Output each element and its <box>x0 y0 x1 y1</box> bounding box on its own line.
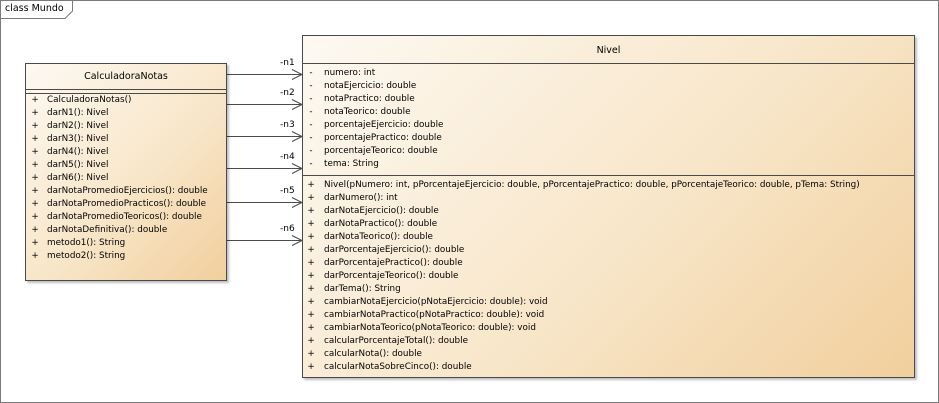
operation-signature: CalculadoraNotas() <box>47 95 132 105</box>
operation-signature: calcularNota(): double <box>324 349 422 359</box>
operation-signature: darNotaPromedioPracticos(): double <box>47 199 207 209</box>
role-label-n3: -n3 <box>280 120 295 130</box>
operation-signature: darN1(): Nivel <box>47 108 109 118</box>
visibility-marker: - <box>309 146 313 156</box>
attribute-signature: notaEjercicio: double <box>324 81 417 91</box>
frame-label-tab <box>1 1 73 19</box>
attribute-signature: notaPractico: double <box>324 94 415 104</box>
visibility-marker: + <box>31 134 39 144</box>
visibility-marker: + <box>31 212 39 222</box>
visibility-marker: + <box>31 95 39 105</box>
visibility-marker: + <box>31 108 39 118</box>
attribute-signature: tema: String <box>324 159 379 169</box>
operation-signature: cambiarNotaTeorico(pNotaTeorico: double)… <box>324 323 536 333</box>
role-label-n6: -n6 <box>280 224 295 234</box>
visibility-marker: - <box>309 120 313 130</box>
operation-signature: darPorcentajeTeorico(): double <box>324 271 459 281</box>
operation-signature: cambiarNotaEjercicio(pNotaEjercicio: dou… <box>324 297 548 307</box>
visibility-marker: + <box>307 323 315 333</box>
visibility-marker: + <box>307 180 315 190</box>
operation-signature: Nivel(pNumero: int, pPorcentajeEjercicio… <box>324 180 860 190</box>
visibility-marker: + <box>31 225 39 235</box>
visibility-marker: + <box>307 245 315 255</box>
role-label-n4: -n4 <box>280 152 295 162</box>
attributes-divider <box>26 93 226 94</box>
operation-signature: darTema(): String <box>324 284 401 294</box>
visibility-marker: + <box>31 186 39 196</box>
class-name: Nivel <box>596 45 621 56</box>
class-calculadora-notas[interactable]: CalculadoraNotas + CalculadoraNotas() + da… <box>25 63 227 281</box>
visibility-marker: + <box>307 336 315 346</box>
operation-signature: darN3(): Nivel <box>47 134 109 144</box>
operation-signature: darN5(): Nivel <box>47 160 109 170</box>
operation-signature: darNotaTeorico(): double <box>324 232 433 242</box>
attribute-signature: notaTeorico: double <box>324 107 411 117</box>
visibility-marker: + <box>307 219 315 229</box>
name-divider <box>26 89 226 90</box>
name-divider <box>303 63 914 64</box>
role-label-n2: -n2 <box>280 88 295 98</box>
operation-signature: metodo2(): String <box>47 251 126 261</box>
visibility-marker: - <box>309 68 313 78</box>
visibility-marker: + <box>307 258 315 268</box>
visibility-marker: - <box>309 159 313 169</box>
visibility-marker: + <box>31 173 39 183</box>
visibility-marker: + <box>307 232 315 242</box>
visibility-marker: - <box>309 133 313 143</box>
operation-signature: darN2(): Nivel <box>47 121 109 131</box>
visibility-marker: + <box>307 284 315 294</box>
operation-signature: darPorcentajeEjercicio(): double <box>324 245 465 255</box>
visibility-marker: - <box>309 107 313 117</box>
attribute-signature: porcentajePractico: double <box>324 133 442 143</box>
operation-signature: cambiarNotaPractico(pNotaPractico: doubl… <box>324 310 545 320</box>
attribute-signature: porcentajeEjercicio: double <box>324 120 444 130</box>
visibility-marker: + <box>307 193 315 203</box>
operation-signature: darPorcentajePractico(): double <box>324 258 463 268</box>
operation-signature: metodo1(): String <box>47 238 126 248</box>
operation-signature: darNotaPractico(): double <box>324 219 438 229</box>
operation-signature: calcularPorcentajeTotal(): double <box>324 336 469 346</box>
visibility-marker: + <box>307 206 315 216</box>
visibility-marker: + <box>31 238 39 248</box>
visibility-marker: + <box>31 160 39 170</box>
operation-signature: darNotaPromedioTeoricos(): double <box>47 212 202 222</box>
visibility-marker: + <box>31 147 39 157</box>
operation-signature: darNotaEjercicio(): double <box>324 206 439 216</box>
visibility-marker: + <box>307 349 315 359</box>
attribute-signature: numero: int <box>324 68 376 78</box>
operation-signature: darN6(): Nivel <box>47 173 109 183</box>
visibility-marker: - <box>309 81 313 91</box>
visibility-marker: + <box>307 362 315 372</box>
visibility-marker: + <box>31 121 39 131</box>
visibility-marker: - <box>309 94 313 104</box>
visibility-marker: + <box>307 271 315 281</box>
operation-signature: darNotaDefinitiva(): double <box>47 225 168 235</box>
visibility-marker: + <box>307 297 315 307</box>
operation-signature: darNotaPromedioEjercicios(): double <box>47 186 208 196</box>
visibility-marker: + <box>31 199 39 209</box>
attributes-divider <box>303 175 914 176</box>
operation-signature: darN4(): Nivel <box>47 147 109 157</box>
frame-label: class Mundo <box>5 3 64 14</box>
visibility-marker: + <box>31 251 39 261</box>
class-nivel[interactable]: Nivel - numero: int - notaEjercicio: doubl… <box>302 35 915 378</box>
operation-signature: calcularNotaSobreCinco(): double <box>324 362 472 372</box>
class-name: CalculadoraNotas <box>84 71 168 82</box>
visibility-marker: + <box>307 310 315 320</box>
role-label-n1: -n1 <box>280 58 295 68</box>
role-label-n5: -n5 <box>280 186 295 196</box>
attribute-signature: porcentajeTeorico: double <box>324 146 438 156</box>
operation-signature: darNumero(): int <box>324 193 398 203</box>
